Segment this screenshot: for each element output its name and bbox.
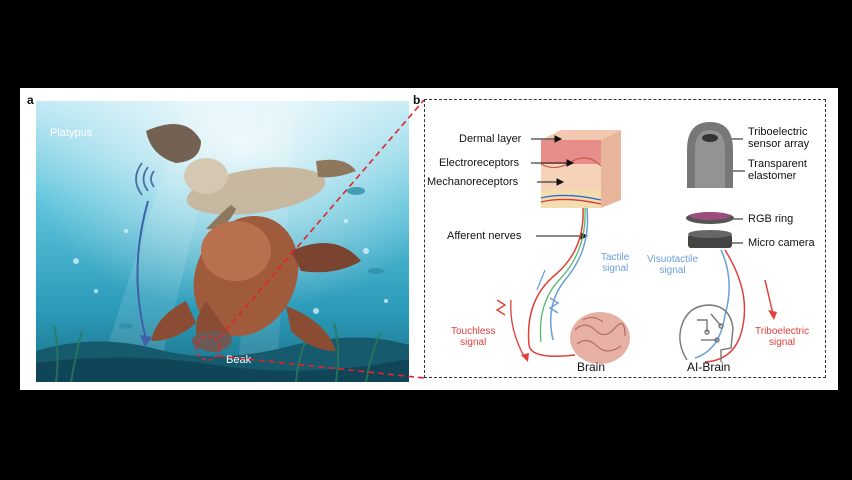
platypus-illustration: Platypus Beak	[36, 101, 409, 382]
platypus-upper	[146, 123, 356, 230]
skin-block	[540, 130, 621, 208]
label-rgb-ring: RGB ring	[748, 213, 794, 225]
mechanism-graphics	[495, 122, 777, 364]
label-afferent-nerves: Afferent nerves	[447, 230, 522, 242]
signal-waves-icon	[135, 162, 155, 196]
label-electroreceptors: Electroreceptors	[439, 157, 520, 169]
label-visuotactile-signal: Visuotactile signal	[647, 254, 698, 276]
brain-icon	[570, 312, 630, 364]
beak-highlight	[195, 335, 221, 361]
panel-a-letter: a	[27, 93, 34, 107]
panel-b-letter: b	[413, 93, 421, 107]
label-touchless-signal: Touchless signal	[451, 326, 496, 348]
label-brain: Brain	[577, 360, 606, 374]
figure-canvas: a	[20, 88, 838, 390]
label-ai-brain: AI-Brain	[687, 360, 731, 374]
platypus-main	[151, 215, 361, 352]
mechanism-diagram: Dermal layer Electroreceptors Mechanorec…	[424, 99, 826, 378]
label-tactile-signal: Tactile signal	[601, 252, 630, 274]
label-elastomer: Transparent elastomer	[748, 158, 807, 182]
label-sensor-array: Triboelectric sensor array	[748, 126, 810, 150]
label-dermal-layer: Dermal layer	[459, 133, 522, 145]
label-micro-camera: Micro camera	[748, 237, 815, 249]
underwater-scene	[36, 101, 409, 382]
ai-brain-icon	[679, 304, 734, 362]
platypus-label: Platypus	[50, 127, 93, 139]
label-triboelectric-signal: Triboelectric signal	[755, 326, 810, 348]
zoom-lines	[218, 99, 425, 379]
label-mechanoreceptors: Mechanoreceptors	[427, 176, 519, 188]
sensor-device	[686, 122, 734, 248]
